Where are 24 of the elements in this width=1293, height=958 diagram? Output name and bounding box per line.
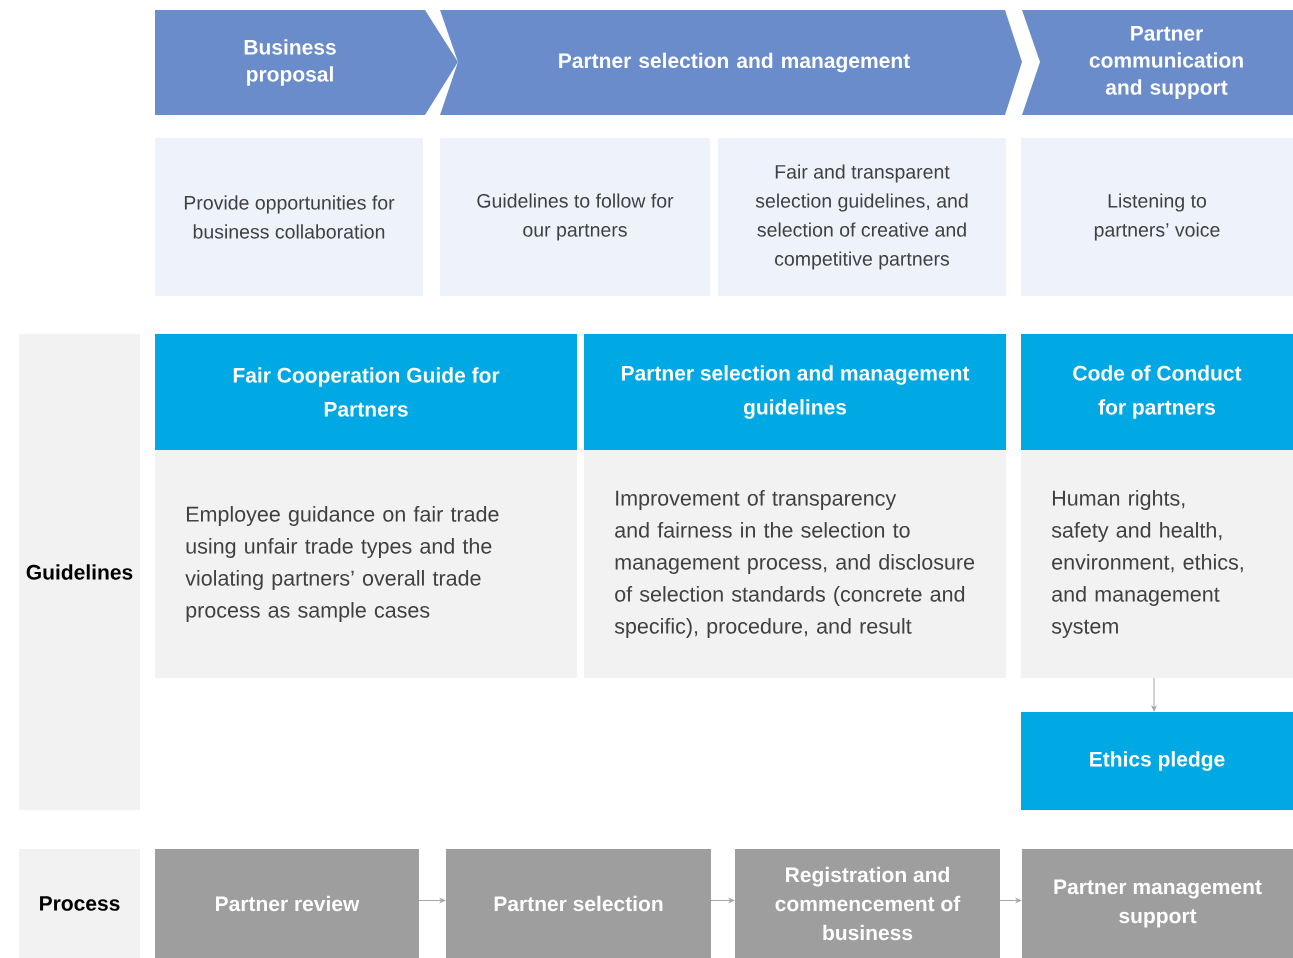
description-box: Fair and transparent selection guidelines, and selection of creative and competitive partners [718, 138, 1006, 296]
process-box: Registration and commencement of business [735, 849, 1000, 958]
arrow [1151, 677, 1157, 712]
guideline-box: Employee guidance on fair trade using unfair trade types and the violating partners’ overall trade process as sample cases [155, 450, 577, 678]
description-box: Provide opportunities for business collaboration [155, 138, 423, 296]
description-box: Listening to partners’ voice [1021, 138, 1293, 296]
guideline-box: Human rights, safety and health, environment, ethics, and management system [1021, 450, 1293, 678]
guideline-header: Fair Cooperation Guide for Partners [155, 334, 577, 450]
guideline-header: Ethics pledge [1021, 712, 1293, 810]
guideline-header: Partner selection and management guidelines [584, 334, 1006, 450]
process-box: Partner management support [1022, 849, 1293, 958]
arrow [999, 898, 1022, 903]
process-box: Partner selection [446, 849, 711, 958]
description-box: Guidelines to follow for our partners [440, 138, 710, 296]
guideline-header: Code of Conduct for partners [1021, 334, 1293, 450]
arrow [710, 898, 735, 903]
process-box: Partner review [155, 849, 419, 958]
row-label-band: Guidelines [19, 334, 140, 810]
guideline-box: Improvement of transparency and fairness in the selection to management process, and disclosure of selection standards (concrete and specific), procedure, and result [584, 450, 1006, 678]
chevron-header: Business proposal [155, 10, 458, 115]
node-label: Business proposal [244, 39, 336, 86]
row-label-band: Process [19, 849, 140, 958]
chevron-header: Partner communication and support [1022, 10, 1293, 115]
arrow [418, 898, 446, 903]
